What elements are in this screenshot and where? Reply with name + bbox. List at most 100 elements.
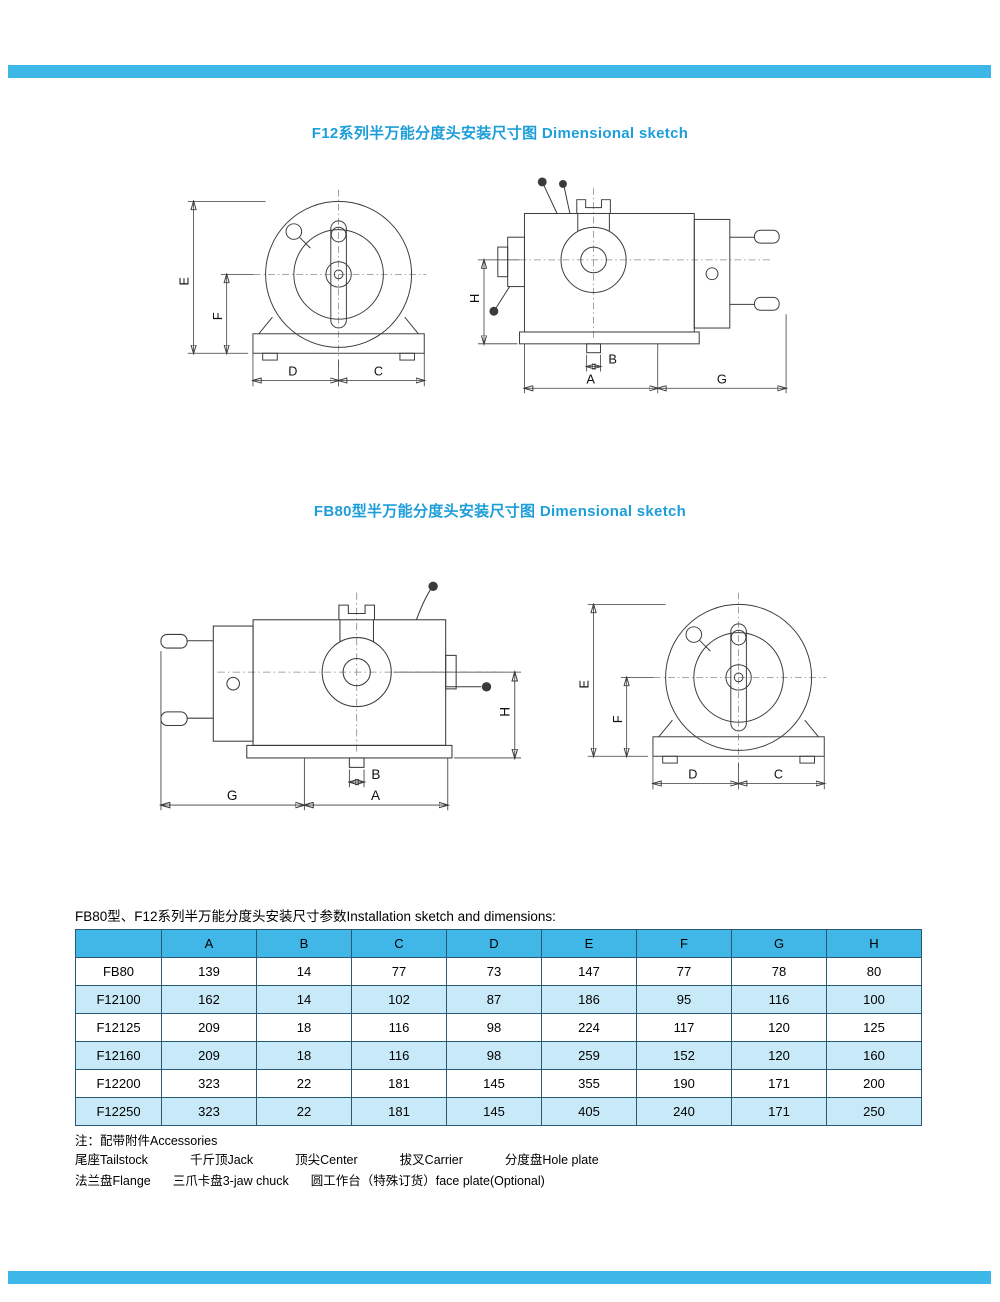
fb80-front-view-drawing: E F D C: [578, 592, 870, 790]
value-cell: 240: [636, 1097, 732, 1126]
table-caption: FB80型、F12系列半万能分度头安装尺寸参数Installation sket…: [75, 909, 556, 924]
model-cell: F12125: [75, 1013, 162, 1042]
accessories-line-1: 尾座Tailstock 千斤顶Jack 顶尖Center 拔叉Carrier 分度盘Ho…: [75, 1149, 599, 1168]
dim-label-a: A: [586, 371, 595, 386]
dim-label-d: D: [688, 768, 697, 782]
value-cell: 77: [636, 957, 732, 986]
f12-section-title: F12系列半万能分度头安装尺寸图 Dimensional sketch: [311, 125, 689, 142]
value-cell: 200: [826, 1069, 922, 1098]
value-cell: 145: [446, 1097, 542, 1126]
model-cell: F12200: [75, 1069, 162, 1098]
value-cell: 139: [161, 957, 257, 986]
dim-label-e: E: [578, 680, 592, 688]
value-cell: 209: [161, 1013, 257, 1042]
dim-label-c: C: [774, 768, 783, 782]
value-cell: 80: [826, 957, 922, 986]
note-item: 顶尖Center: [295, 1153, 358, 1167]
top-accent-bar: [8, 65, 991, 78]
col-header-h: H: [826, 929, 922, 958]
value-cell: 405: [541, 1097, 637, 1126]
value-cell: 98: [446, 1041, 542, 1070]
value-cell: 77: [351, 957, 447, 986]
col-header-c: C: [351, 929, 447, 958]
value-cell: 14: [256, 957, 352, 986]
value-cell: 120: [731, 1013, 827, 1042]
col-header-e: E: [541, 929, 637, 958]
model-cell: F12100: [75, 985, 162, 1014]
value-cell: 224: [541, 1013, 637, 1042]
dim-label-f: F: [211, 312, 225, 320]
model-cell: F12160: [75, 1041, 162, 1070]
value-cell: 323: [161, 1097, 257, 1126]
value-cell: 120: [731, 1041, 827, 1070]
note-item: 圆工作台（特殊订货）face plate(Optional): [310, 1174, 545, 1188]
col-header-a: A: [161, 929, 257, 958]
accessories-line-2: 法兰盘Flange 三爪卡盘3-jaw chuck 圆工作台（特殊订货）face p…: [75, 1170, 545, 1189]
value-cell: 190: [636, 1069, 732, 1098]
dim-label-d: D: [288, 365, 297, 379]
value-cell: 147: [541, 957, 637, 986]
value-cell: 209: [161, 1041, 257, 1070]
dim-label-g: G: [717, 371, 727, 386]
value-cell: 18: [256, 1013, 352, 1042]
model-cell: FB80: [75, 957, 162, 986]
dim-label-h: H: [498, 707, 513, 717]
value-cell: 14: [256, 985, 352, 1014]
bottom-accent-bar: [8, 1271, 991, 1284]
value-cell: 102: [351, 985, 447, 1014]
dim-label-c: C: [374, 365, 383, 379]
dim-label-b: B: [371, 767, 380, 782]
value-cell: 116: [351, 1013, 447, 1042]
value-cell: 171: [731, 1097, 827, 1126]
value-cell: 18: [256, 1041, 352, 1070]
value-cell: 323: [161, 1069, 257, 1098]
col-header-model: [75, 929, 162, 958]
note-item: 三爪卡盘3-jaw chuck: [172, 1174, 289, 1188]
value-cell: 181: [351, 1097, 447, 1126]
f12-side-view-drawing: H B A G: [467, 177, 806, 394]
value-cell: 145: [446, 1069, 542, 1098]
value-cell: 95: [636, 985, 732, 1014]
model-cell: F12250: [75, 1097, 162, 1126]
value-cell: 152: [636, 1041, 732, 1070]
value-cell: 116: [731, 985, 827, 1014]
note-item: 千斤顶Jack: [189, 1153, 254, 1167]
value-cell: 162: [161, 985, 257, 1014]
dim-label-b: B: [608, 352, 617, 367]
note-item: 法兰盘Flange: [75, 1174, 151, 1188]
dim-label-e: E: [178, 277, 192, 285]
value-cell: 98: [446, 1013, 542, 1042]
value-cell: 78: [731, 957, 827, 986]
value-cell: 186: [541, 985, 637, 1014]
dim-label-f: F: [611, 715, 625, 723]
note-item: 尾座Tailstock: [75, 1153, 148, 1167]
value-cell: 117: [636, 1013, 732, 1042]
fb80-side-view-drawing: G A B H: [152, 581, 522, 811]
value-cell: 73: [446, 957, 542, 986]
value-cell: 22: [256, 1069, 352, 1098]
accessories-heading: 注：配带附件Accessories: [75, 1134, 218, 1148]
value-cell: 259: [541, 1041, 637, 1070]
value-cell: 22: [256, 1097, 352, 1126]
dim-label-h: H: [467, 294, 482, 303]
col-header-d: D: [446, 929, 542, 958]
value-cell: 116: [351, 1041, 447, 1070]
dim-label-a: A: [371, 788, 381, 803]
f12-front-view-drawing: E F D C: [178, 189, 470, 387]
value-cell: 125: [826, 1013, 922, 1042]
value-cell: 171: [731, 1069, 827, 1098]
value-cell: 181: [351, 1069, 447, 1098]
value-cell: 160: [826, 1041, 922, 1070]
note-item: 分度盘Hole plate: [504, 1153, 599, 1167]
note-item: 拔叉Carrier: [399, 1153, 463, 1167]
col-header-g: G: [731, 929, 827, 958]
